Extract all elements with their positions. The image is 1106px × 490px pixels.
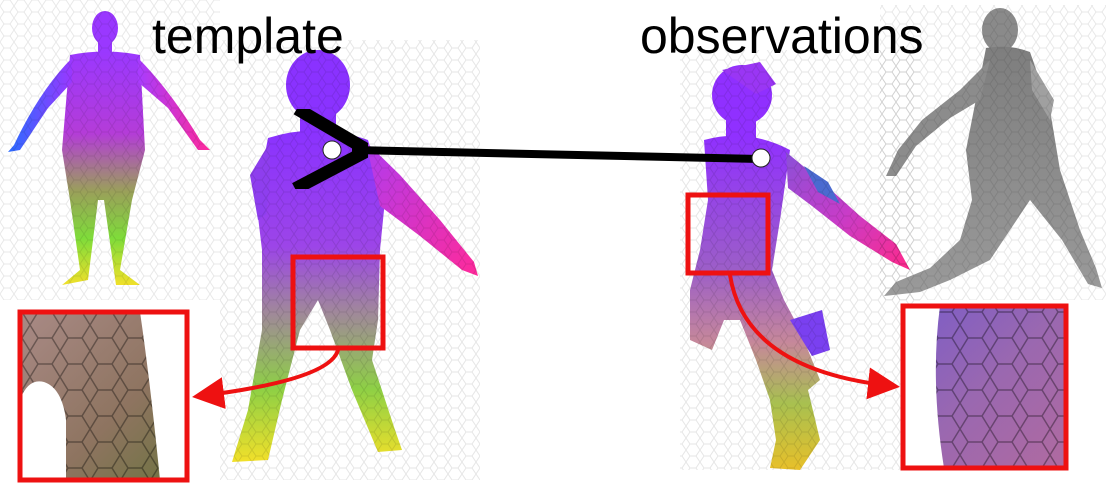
- observation-zoom-inset: [903, 306, 1066, 468]
- observations-label: observations: [640, 6, 924, 66]
- template-point-icon: [323, 141, 341, 159]
- observation-point-icon: [752, 149, 770, 167]
- template-label: template: [152, 6, 344, 66]
- template-figure: [220, 40, 480, 480]
- template-zoom-inset: [20, 312, 187, 480]
